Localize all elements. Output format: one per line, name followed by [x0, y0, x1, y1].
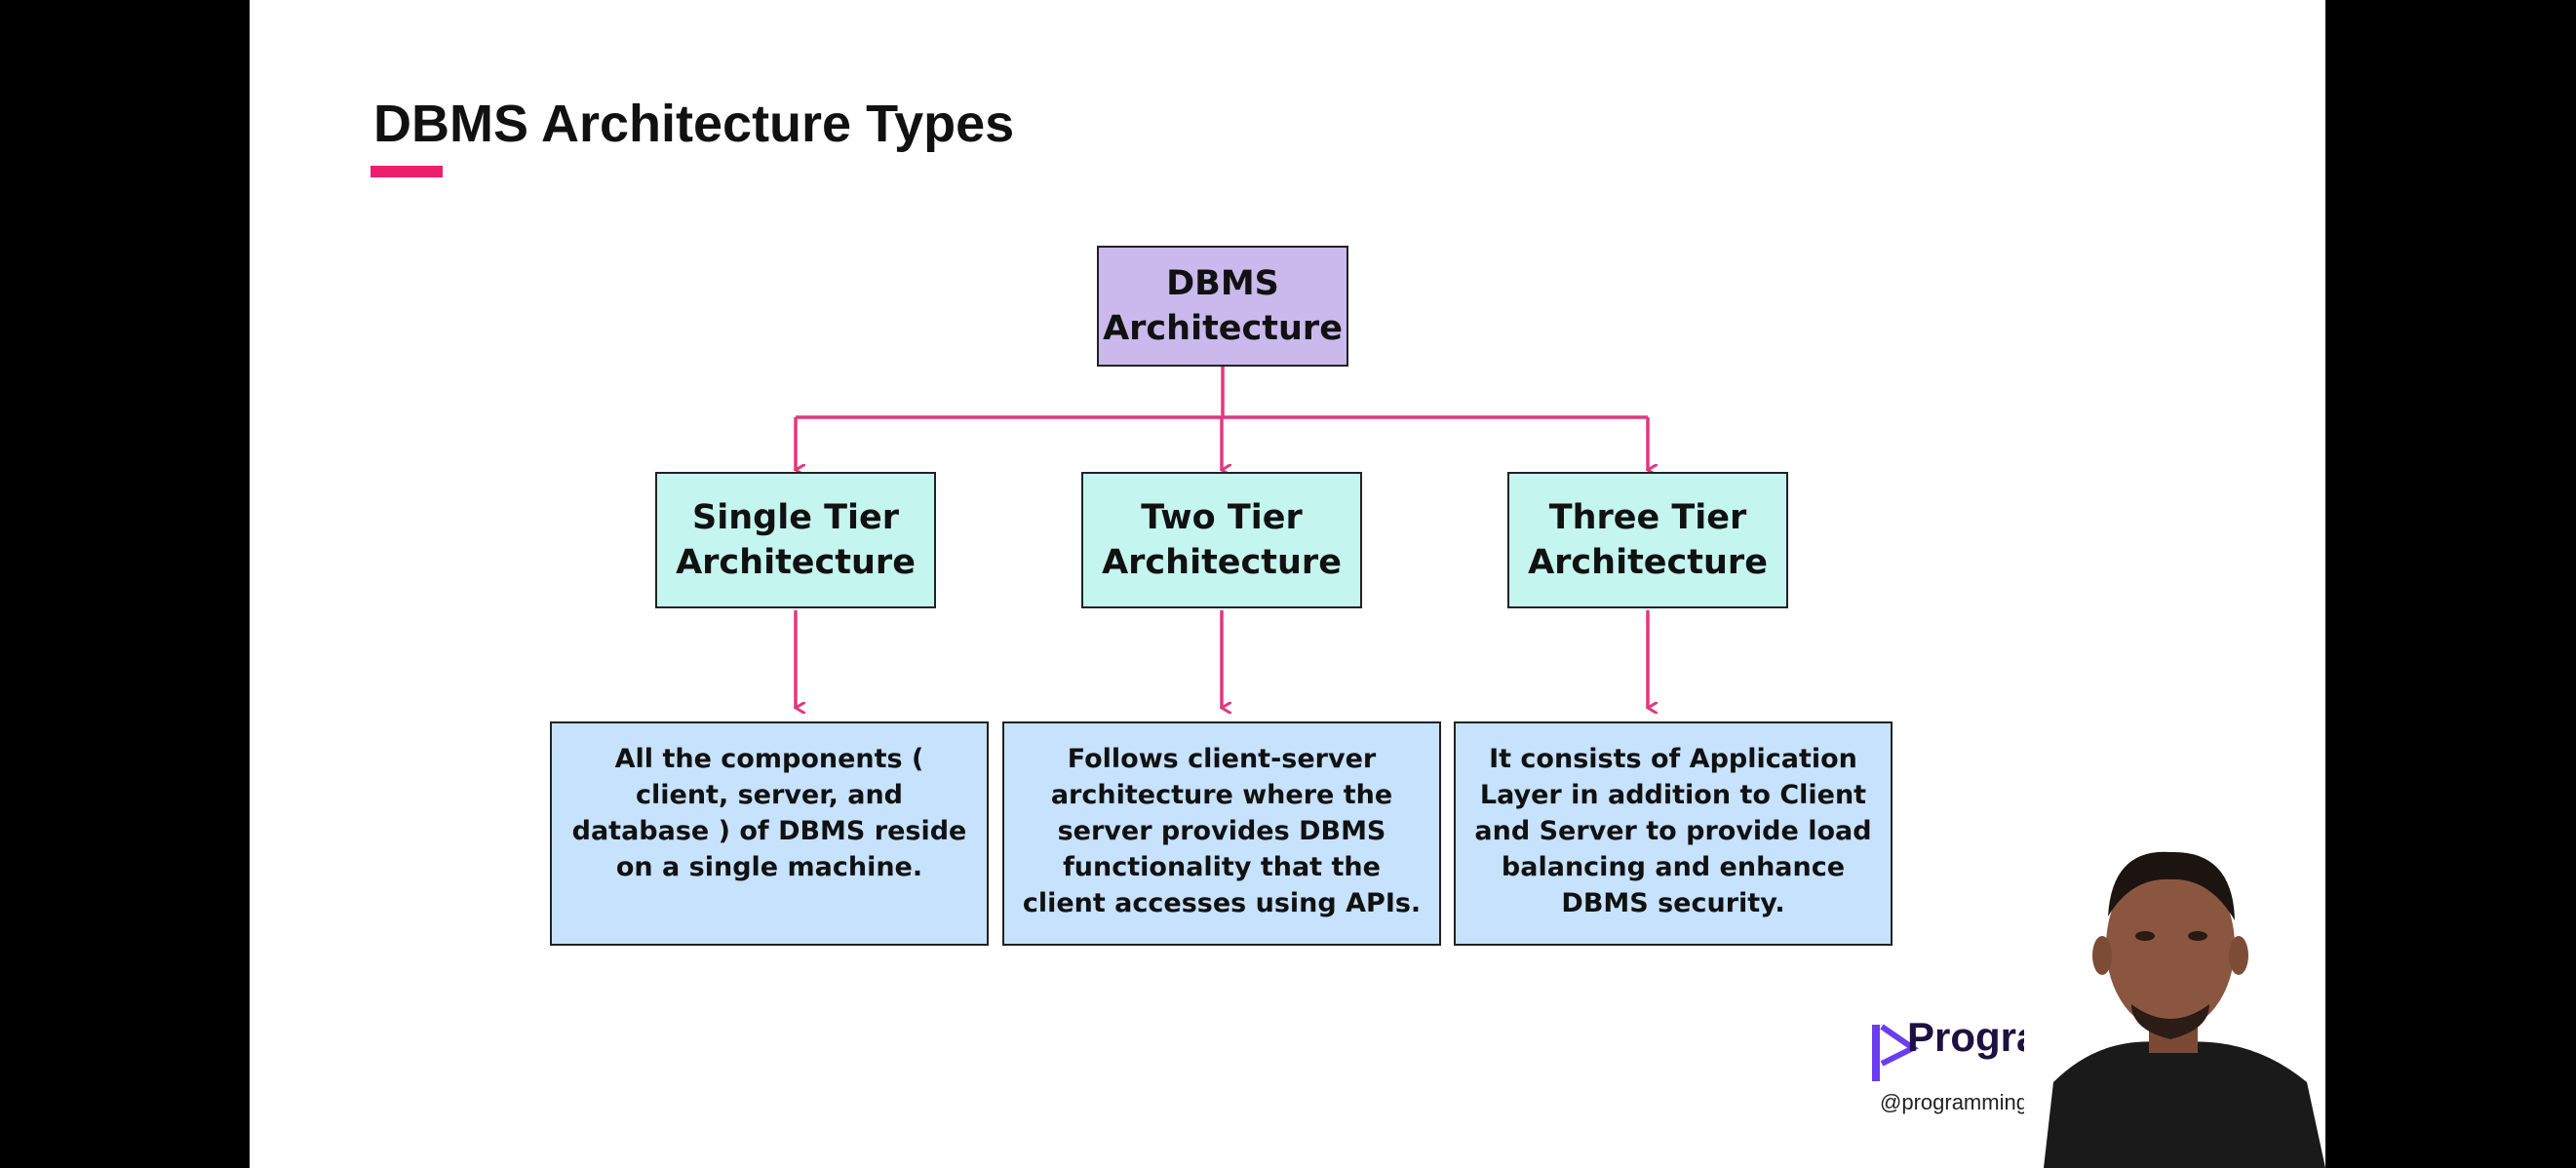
description-text: Follows client-server architecture where… — [1022, 744, 1422, 918]
description-two-tier: Follows client-server architecture where… — [1002, 721, 1441, 946]
tier-node-three: Three Tier Architecture — [1507, 472, 1788, 608]
tier-node-label: Three Tier Architecture — [1528, 498, 1768, 582]
play-logo-icon — [1872, 1024, 1919, 1081]
tier-node-single: Single Tier Architecture — [655, 472, 936, 608]
slide-title: DBMS Architecture Types — [373, 95, 1015, 153]
root-node-label: DBMS Architecture — [1103, 264, 1343, 348]
title-underline — [371, 166, 443, 177]
tier-node-two: Two Tier Architecture — [1081, 472, 1362, 608]
slide: DBMS Architecture Types DBMS Architectur… — [250, 0, 2325, 1168]
presenter-video — [2024, 838, 2325, 1168]
channel-handle: @programminghe — [1880, 1090, 2052, 1114]
tier-node-label: Two Tier Architecture — [1102, 498, 1342, 582]
description-text: It consists of Application Layer in addi… — [1474, 744, 1872, 918]
connector-arrows — [250, 367, 2325, 1168]
tier-node-label: Single Tier Architecture — [676, 498, 916, 582]
description-single-tier: All the components ( client, server, and… — [550, 721, 989, 946]
description-text: All the components ( client, server, and… — [571, 744, 967, 882]
description-three-tier: It consists of Application Layer in addi… — [1454, 721, 1893, 946]
root-node: DBMS Architecture — [1097, 246, 1348, 367]
